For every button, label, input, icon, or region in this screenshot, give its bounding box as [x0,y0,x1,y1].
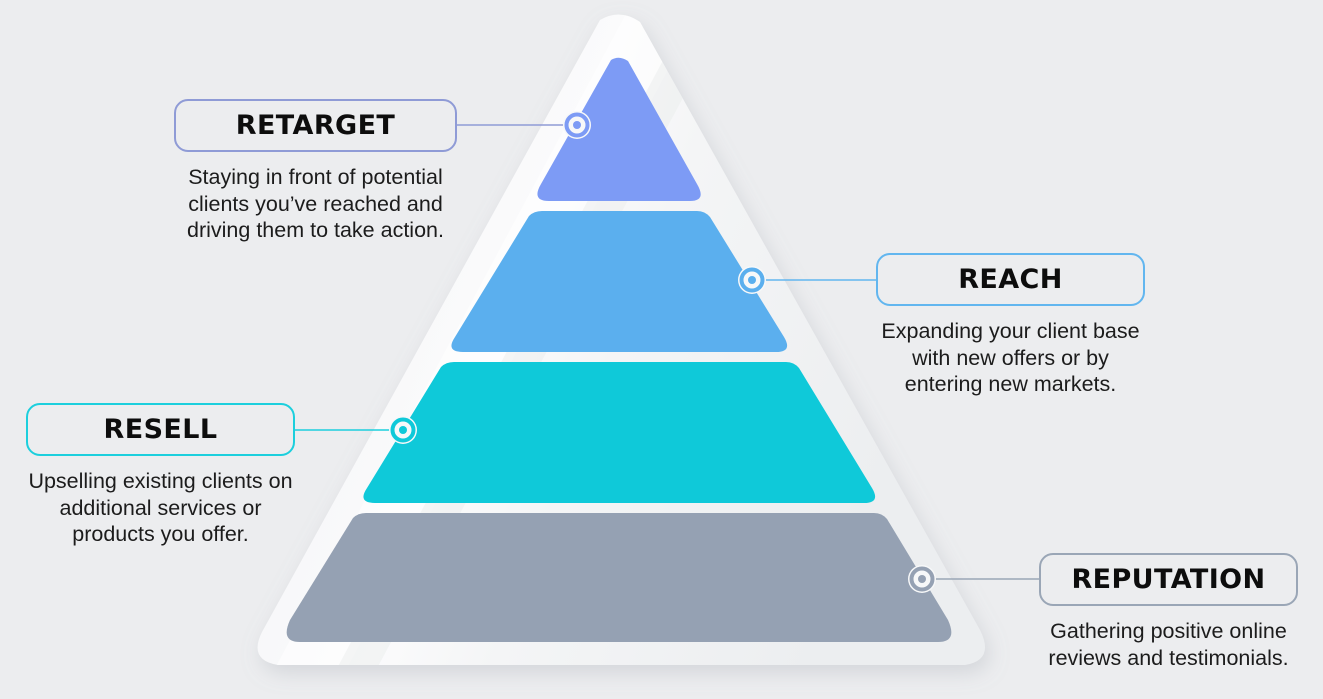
callout-reach[interactable]: REACH Expanding your client base with ne… [876,253,1145,398]
pyramid-tier-retarget[interactable] [537,57,701,202]
pyramid-tier-reach[interactable] [451,211,788,352]
callout-reputation[interactable]: REPUTATION Gathering positive online rev… [1039,553,1298,671]
callout-description-reputation: Gathering positive online reviews and te… [1048,619,1289,670]
callout-resell[interactable]: RESELL Upselling existing clients on add… [26,403,295,548]
callout-description-reach: Expanding your client base with new offe… [881,319,1140,396]
pyramid-tier-resell[interactable] [363,362,876,503]
callout-description-retarget: Staying in front of potential clients yo… [187,165,444,242]
callout-title-resell: RESELL [103,414,218,445]
callout-box-reputation[interactable]: REPUTATION [1039,553,1298,606]
callout-box-retarget[interactable]: RETARGET [174,99,457,152]
callout-box-reach[interactable]: REACH [876,253,1145,306]
connector-dot-retarget[interactable] [563,111,591,139]
connector-dot-reputation[interactable] [908,565,936,593]
callout-title-reach: REACH [958,264,1063,295]
connector-dot-resell[interactable] [389,416,417,444]
pyramid-tier-reputation[interactable] [286,513,952,642]
callout-retarget[interactable]: RETARGET Staying in front of potential c… [174,99,457,244]
callout-title-reputation: REPUTATION [1071,564,1266,595]
connector-dot-reach[interactable] [738,266,766,294]
callout-description-resell: Upselling existing clients on additional… [28,469,293,546]
callout-box-resell[interactable]: RESELL [26,403,295,456]
callout-title-retarget: RETARGET [235,110,396,141]
